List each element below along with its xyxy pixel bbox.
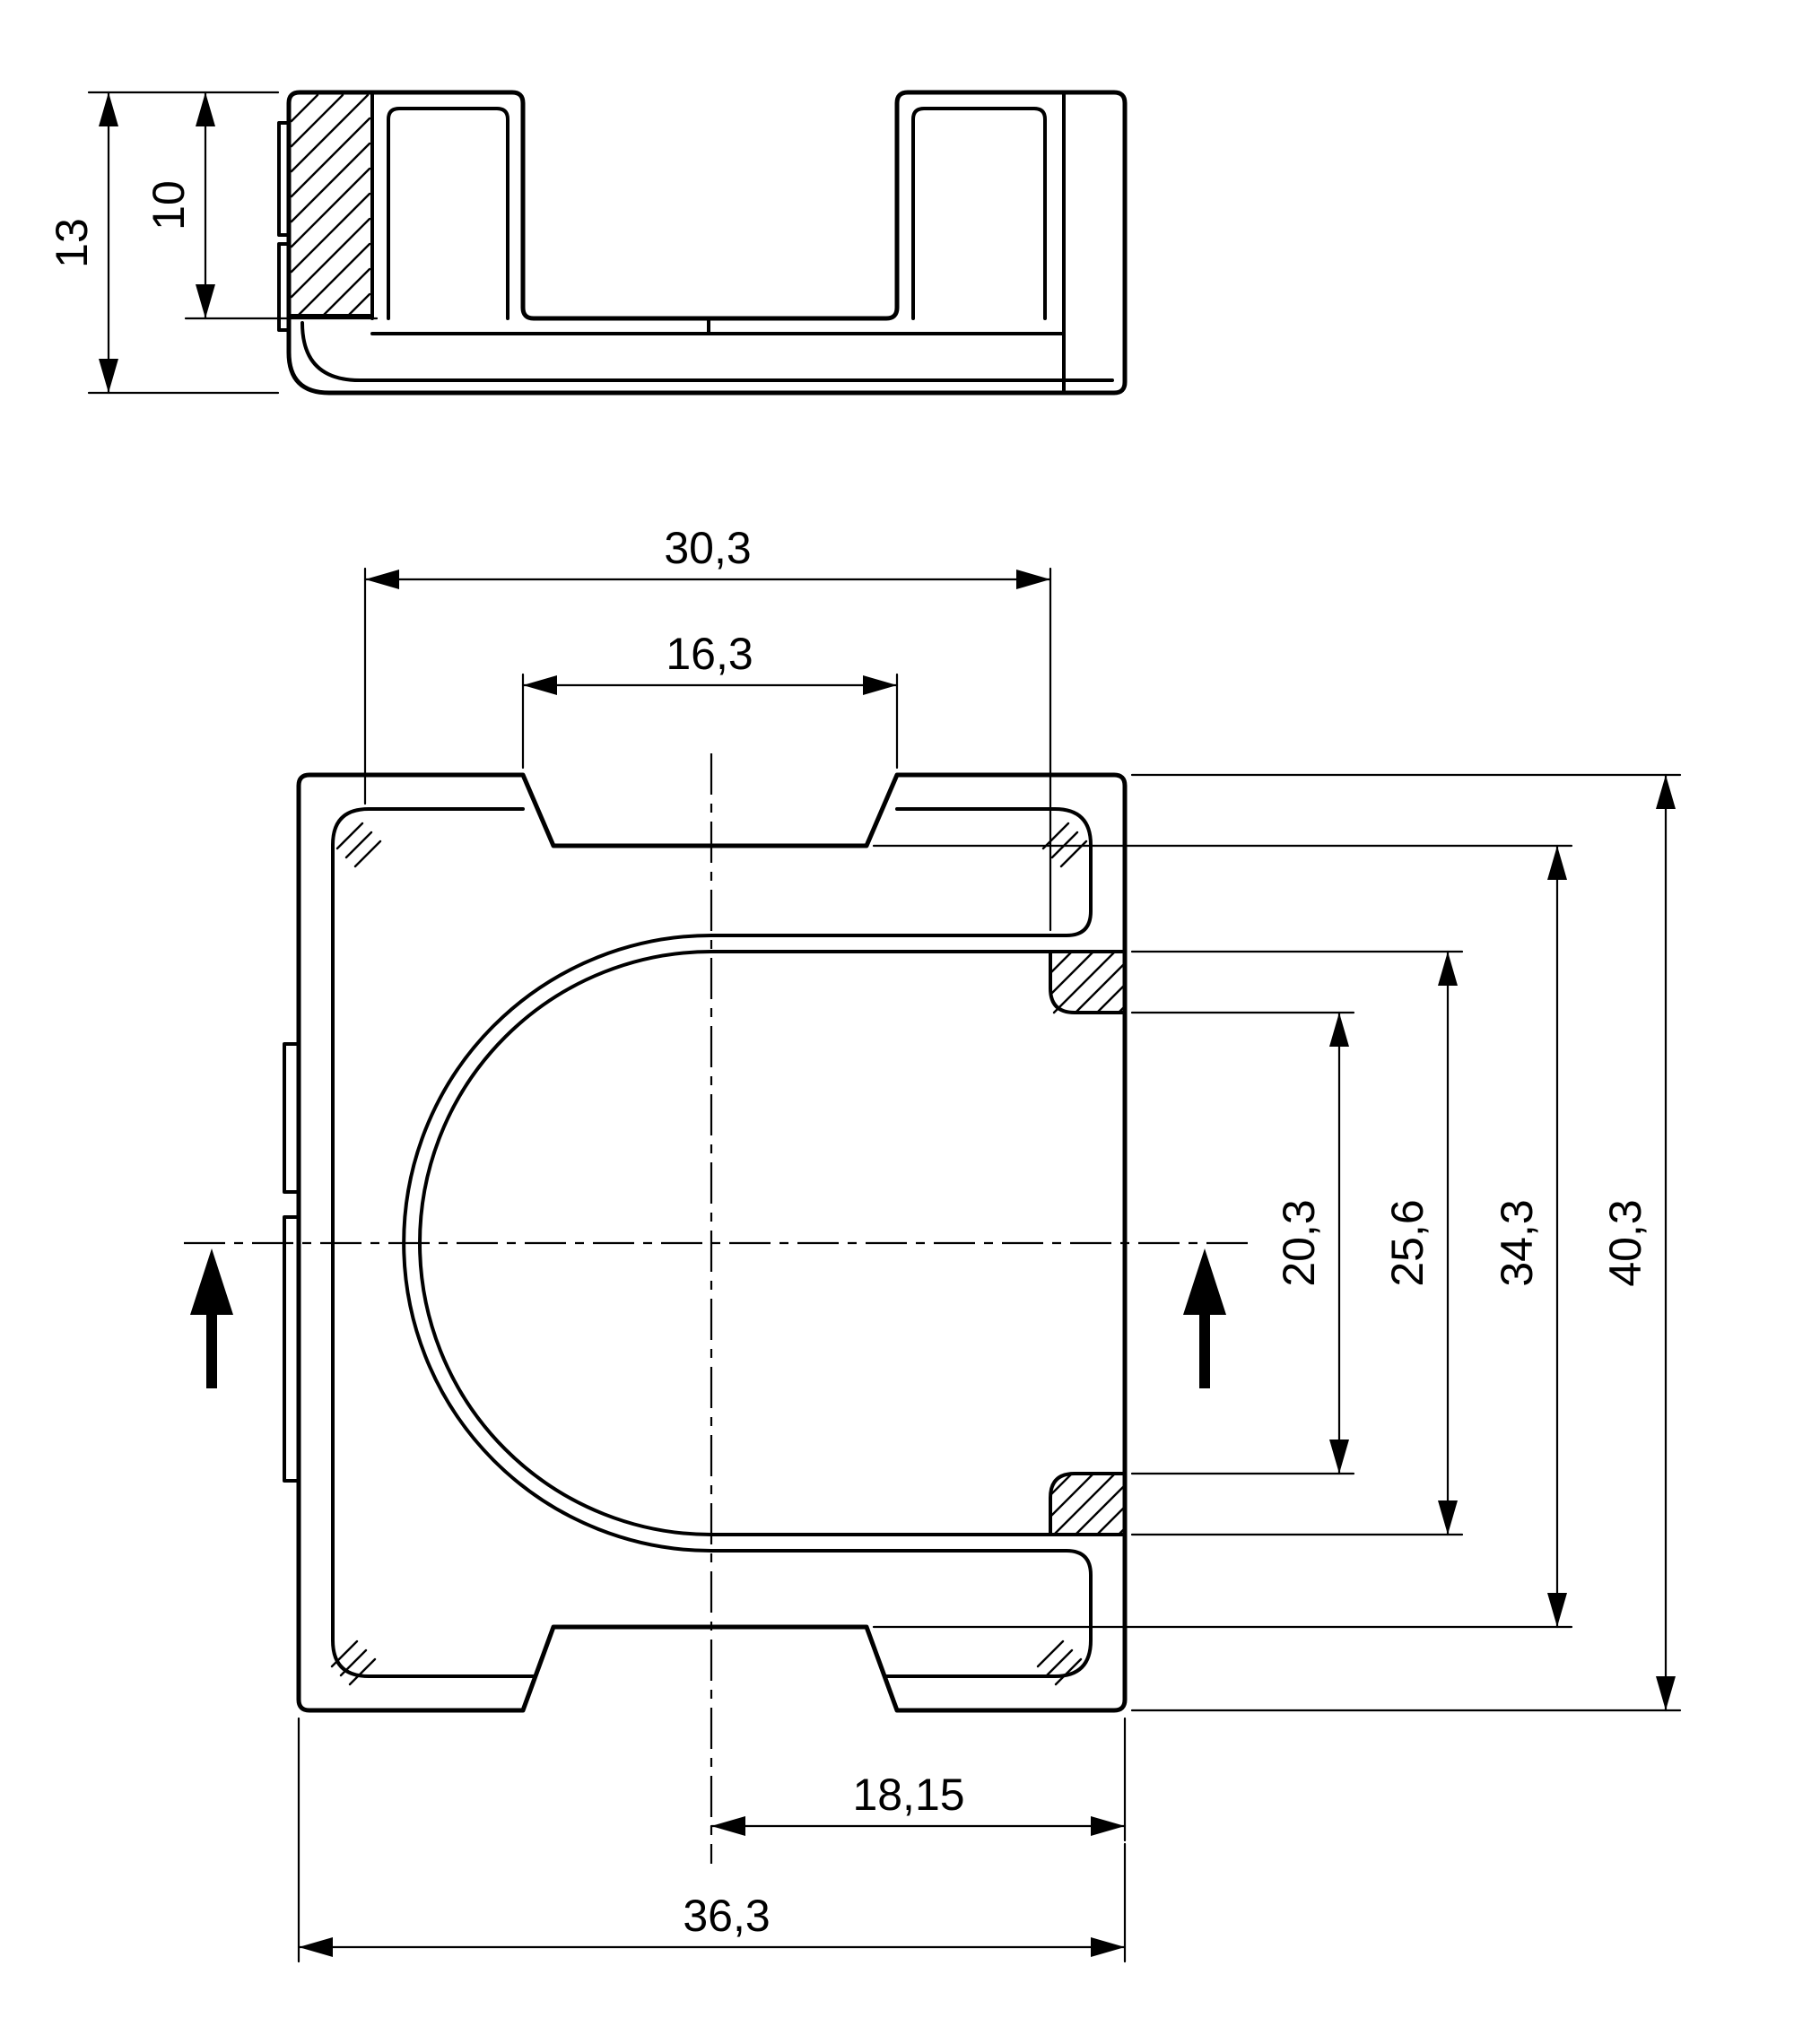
dim-top-width: 30,3 (363, 523, 1052, 932)
dim-top-view-tab-height: 10 (144, 91, 379, 320)
dim-total-width: 36,3 (297, 1717, 1127, 1963)
dim-34-3-label: 34,3 (1492, 1199, 1542, 1286)
dim-slot-height: 25,6 (1130, 950, 1464, 1536)
dim-top-view-total-height: 13 (47, 91, 280, 395)
front-view-jaw-top (1049, 950, 1127, 1014)
top-view-tab-left-inner (387, 107, 509, 320)
front-view-left-sliver (283, 1042, 300, 1483)
section-arrow-right (1183, 1248, 1226, 1388)
top-view-outline (286, 90, 1128, 396)
dim-13-arrowheads (99, 92, 118, 393)
dim-13-label: 13 (47, 218, 97, 268)
dim-total-height: 40,3 (1130, 773, 1682, 1712)
dim-30-3-label: 30,3 (664, 523, 751, 573)
dim-half-width: 18,15 (710, 1717, 1127, 1842)
dim-jaw-opening: 20,3 (1130, 1011, 1355, 1475)
top-view-tab-right-inner (911, 107, 1047, 320)
top-view-left-block (290, 91, 374, 382)
dim-25-6-extensions (1130, 950, 1464, 1536)
dim-16-3-label: 16,3 (666, 629, 753, 679)
dim-inner-height: 34,3 (872, 844, 1573, 1629)
dim-16-3-extensions (521, 673, 899, 770)
dim-36-3-label: 36,3 (683, 1891, 770, 1941)
front-view-jaw-top-hatching (1049, 950, 1127, 1014)
dim-18-15-label: 18,15 (852, 1770, 964, 1820)
dim-25-6-label: 25,6 (1382, 1199, 1433, 1286)
top-view (277, 90, 1128, 396)
top-view-rail-lines (358, 317, 1114, 382)
dim-30-3-extensions (363, 567, 1052, 932)
dim-34-3-extensions (872, 844, 1573, 1629)
dim-36-3-extensions (297, 1717, 1127, 1963)
front-view-jaw-bottom-hatching (1049, 1472, 1127, 1536)
dim-13-extensions (87, 91, 280, 395)
front-view-inner-left (331, 807, 536, 1678)
dim-notch-width: 16,3 (521, 629, 899, 770)
front-view (184, 753, 1254, 1864)
front-view-jaw-bottom (1049, 1472, 1127, 1536)
dim-20-3-extensions (1130, 1011, 1355, 1475)
top-view-hatching (290, 93, 371, 317)
dim-40-3-extensions (1130, 773, 1682, 1712)
top-view-left-sliver (277, 121, 291, 332)
dim-40-3-label: 40,3 (1600, 1199, 1650, 1286)
dim-20-3-label: 20,3 (1274, 1199, 1324, 1286)
front-view-outline (296, 772, 1128, 1713)
dim-10-label: 10 (144, 180, 194, 230)
section-arrow-left (190, 1248, 233, 1388)
